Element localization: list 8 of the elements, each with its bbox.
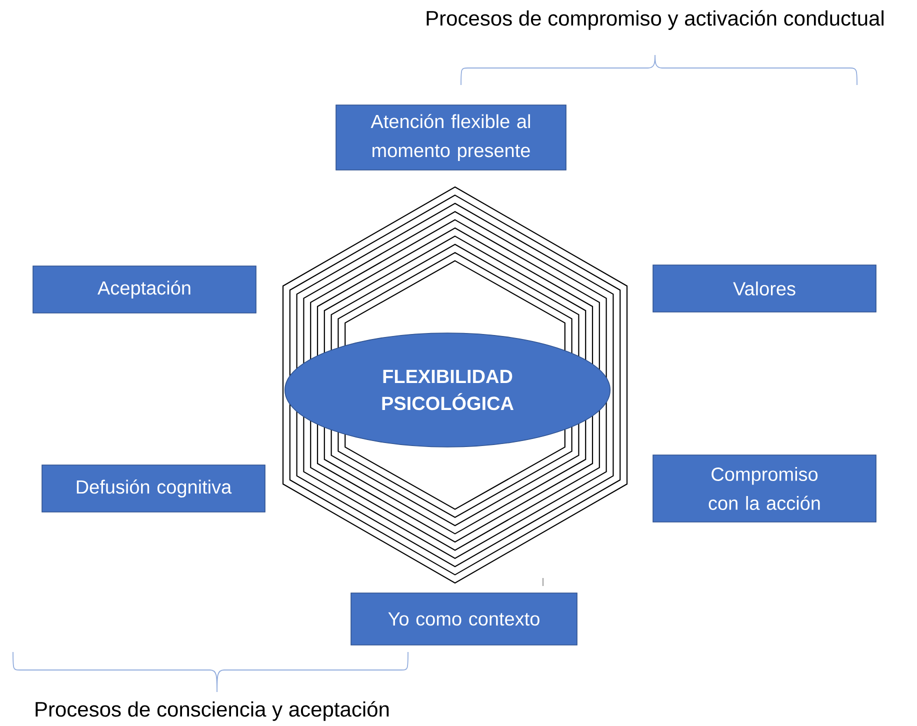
process-box: Compromiso con la acción xyxy=(652,454,876,522)
process-box: Defusión cognitiva xyxy=(42,464,266,512)
process-box: Aceptación xyxy=(32,266,256,314)
process-box: Yo como contexto xyxy=(350,592,578,646)
brace-label: Procesos de consciencia y aceptación xyxy=(36,701,389,721)
brace-label: Procesos de compromiso y activación conductual xyxy=(426,10,884,30)
process-box: Valores xyxy=(652,264,876,312)
process-box: Atención flexible al momento presente xyxy=(336,104,566,170)
